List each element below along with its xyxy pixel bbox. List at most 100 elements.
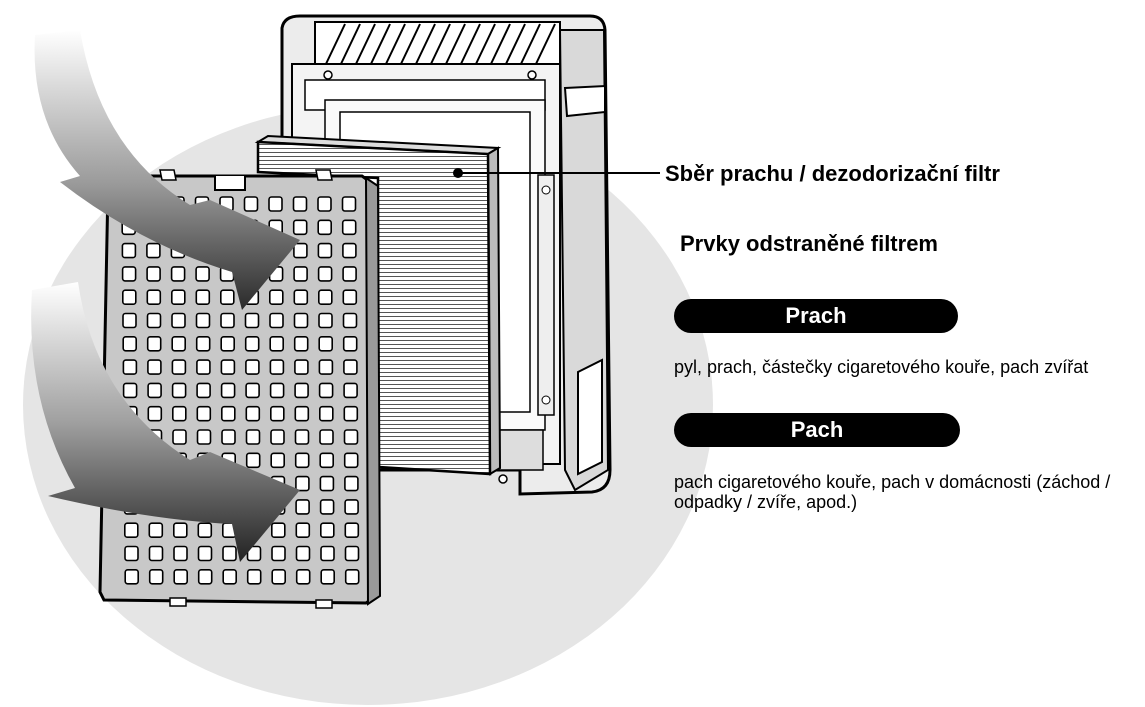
filter-hole [269, 359, 285, 375]
filter-hole [293, 312, 309, 329]
filter-hole [319, 475, 335, 492]
filter-hole [148, 545, 164, 562]
filter-hole [271, 568, 287, 585]
removed-elements-title: Prvky odstraněné filtrem [680, 231, 938, 256]
filter-hole [344, 475, 359, 492]
dust-items-text: pyl, prach, částečky cigaretového kouře,… [674, 357, 1089, 377]
filter-hole [196, 405, 212, 422]
filter-hole [269, 405, 285, 422]
filter-hole [317, 289, 333, 306]
filter-hole [293, 289, 309, 306]
filter-hole [148, 568, 164, 585]
filter-hole [269, 335, 285, 352]
filter-hole [344, 545, 360, 562]
filter-hole [320, 568, 336, 585]
filter-hole [271, 545, 286, 562]
filter-hole [342, 289, 358, 306]
filter-hole [246, 568, 262, 585]
filter-hole [295, 568, 311, 585]
filter-hole [221, 429, 236, 445]
filter-hole [319, 452, 335, 469]
dust-badge: Prach [674, 299, 958, 333]
filter-hole [294, 429, 310, 445]
filter-hole [195, 266, 210, 282]
filter-hole [197, 522, 213, 539]
filter-hole [147, 382, 162, 399]
filter-hole [341, 196, 357, 212]
filter-hole [222, 545, 237, 562]
filter-hole [171, 289, 186, 306]
filter-hole [148, 522, 164, 539]
filter-hole [220, 312, 235, 329]
filter-hole [221, 405, 236, 422]
filter-hole [197, 568, 213, 585]
filter-hole [245, 359, 260, 375]
filter-hole [317, 196, 332, 212]
filter-hole [318, 335, 334, 352]
filter-hole [147, 359, 162, 375]
filter-hole [172, 429, 187, 445]
filter-hole [122, 312, 137, 329]
air-flow-arrow-icon [31, 282, 300, 562]
filter-hole [317, 219, 333, 236]
filter-hole [295, 499, 310, 515]
filter-hole [318, 405, 334, 422]
filter-hole [196, 429, 212, 445]
filter-hole [245, 429, 261, 445]
filter-hole [220, 359, 236, 375]
filter-hole [196, 382, 211, 399]
odor-badge: Pach [674, 413, 960, 447]
filter-hole [245, 382, 260, 399]
filter-hole [173, 545, 188, 562]
odor-items-text: pach cigaretového kouře, pach v domácnos… [674, 472, 1111, 512]
filter-hole [124, 568, 139, 585]
filter-hole [293, 335, 309, 352]
filter-hole [317, 266, 333, 282]
filter-hole [342, 266, 357, 282]
filter-hole [243, 196, 259, 212]
filter-hole [171, 335, 186, 352]
filter-hole [318, 312, 333, 329]
filter-hole [341, 219, 357, 236]
filter-hole [343, 405, 359, 422]
filter-hole [295, 545, 311, 562]
filter-hole [270, 429, 285, 445]
filter-hole [122, 335, 137, 352]
filter-hole [196, 359, 211, 375]
filter-hole [170, 266, 186, 282]
filter-hole [171, 382, 187, 399]
filter-hole [319, 429, 334, 445]
filter-hole [294, 405, 310, 422]
filter-hole [124, 545, 139, 562]
filter-hole [121, 242, 137, 259]
filter-hole [220, 335, 235, 352]
filter-hole [293, 242, 308, 259]
filter-hole [293, 266, 308, 282]
filter-hole [320, 545, 335, 562]
filter-hole [343, 382, 358, 399]
filter-hole [220, 382, 236, 399]
filter-hole [270, 522, 286, 539]
filter-hole [222, 568, 237, 585]
filter-hole [122, 382, 138, 399]
filter-hole [344, 522, 360, 539]
filter-hole [245, 405, 261, 422]
filter-hole [318, 359, 334, 375]
filter-hole [270, 452, 286, 469]
filter-hole [146, 335, 162, 352]
filter-hole [122, 289, 137, 306]
filter-hole [268, 289, 284, 306]
filter-hole [319, 522, 335, 539]
filter-hole [124, 522, 139, 539]
filter-hole [146, 312, 162, 329]
filter-hole [318, 382, 334, 399]
filter-hole [195, 289, 211, 306]
filter-hole [246, 545, 262, 562]
filter-hole [173, 568, 188, 585]
filter-hole [172, 405, 187, 422]
filter-hole [343, 429, 359, 445]
filter-hole [146, 242, 161, 259]
filter-hole [147, 405, 163, 422]
filter-hole [317, 242, 333, 259]
filter-hole [342, 242, 357, 259]
